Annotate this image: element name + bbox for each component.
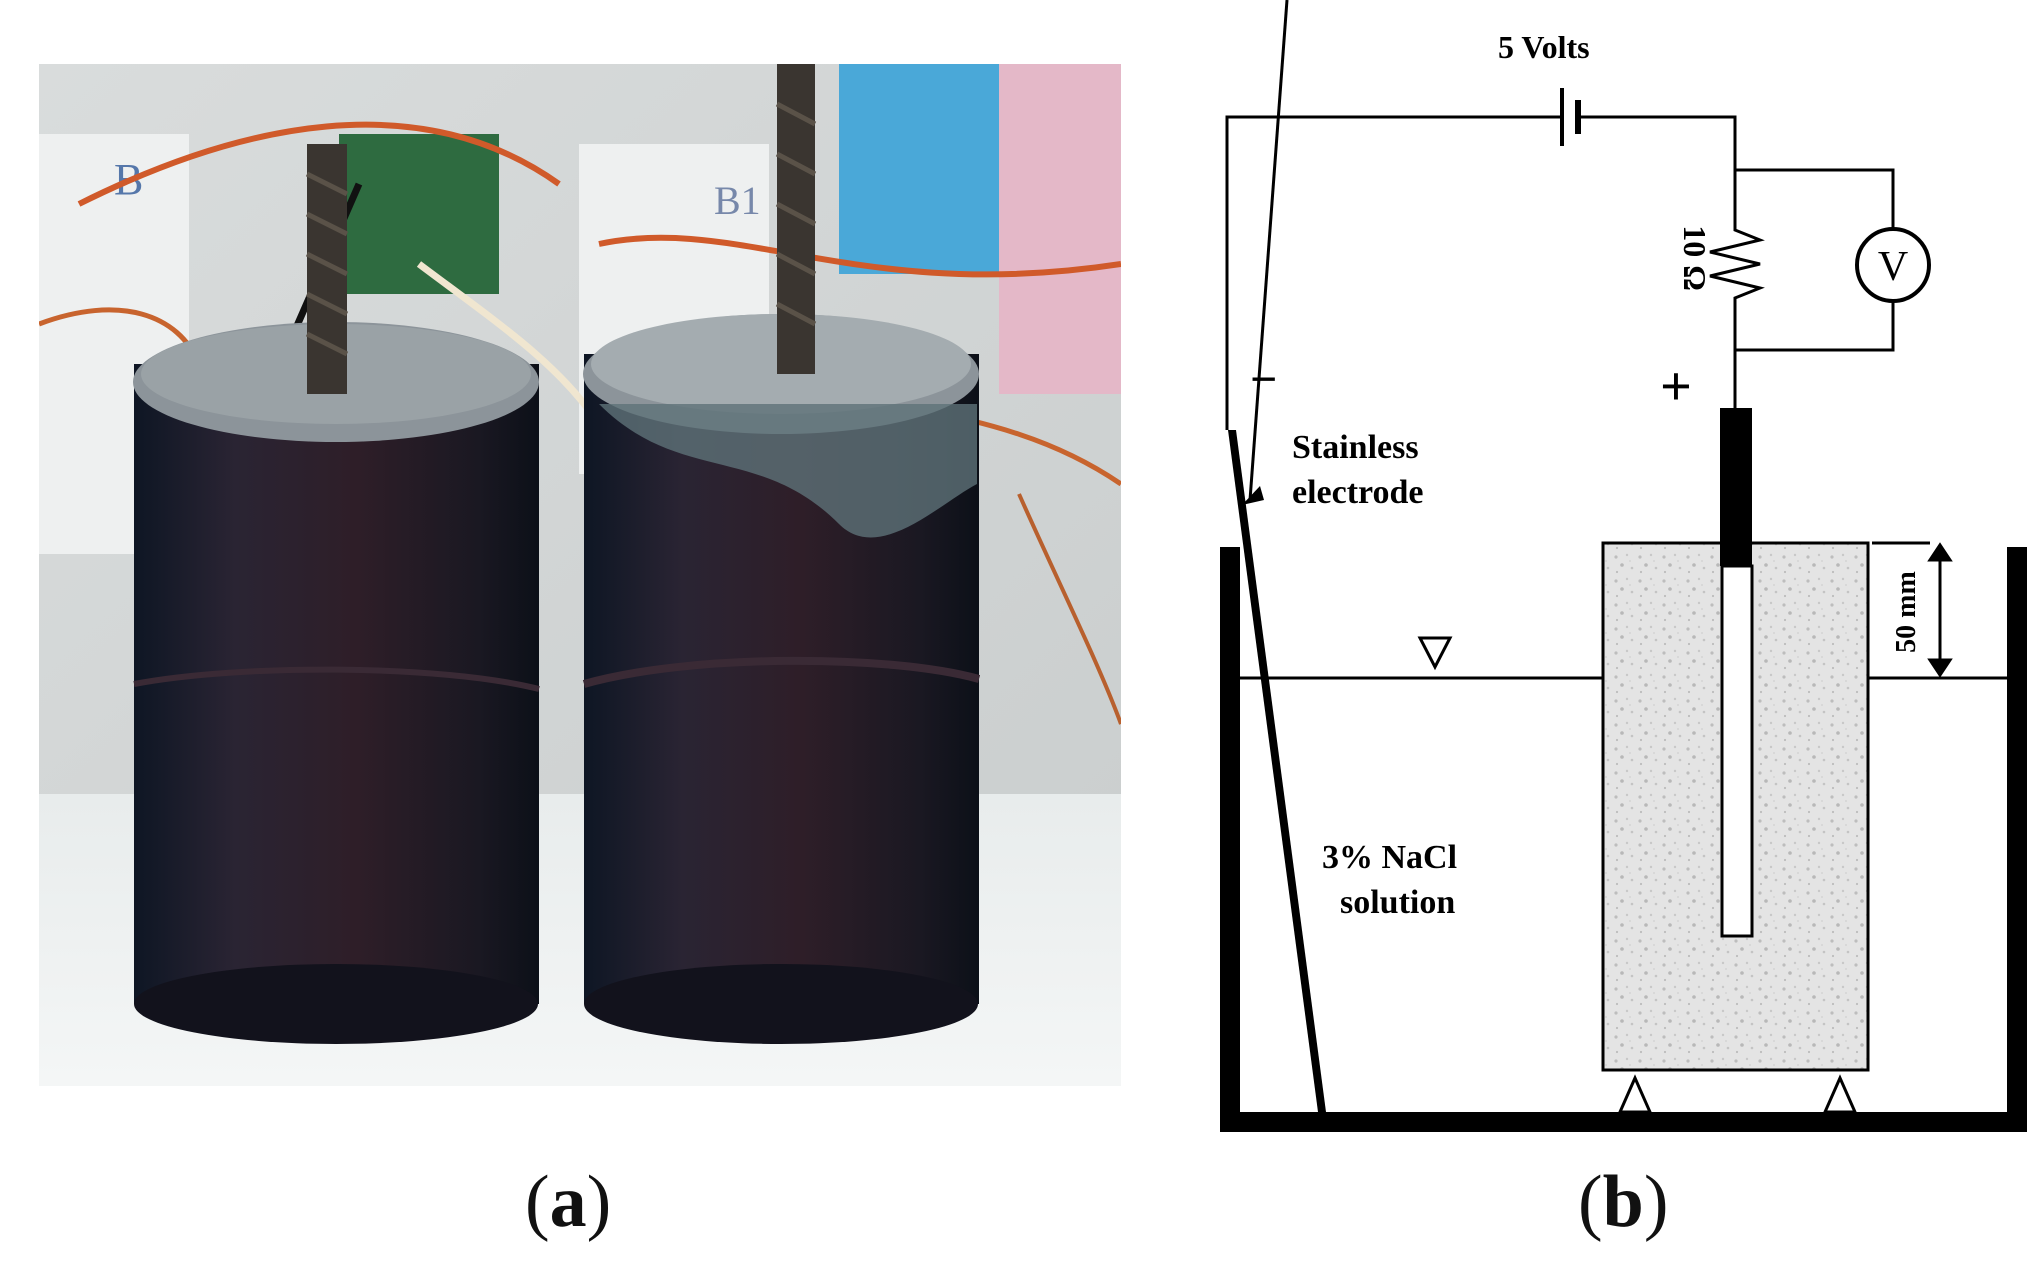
tank bbox=[1220, 547, 2027, 1132]
circuit-wires bbox=[1225, 115, 1895, 430]
caption-panel-b: (b) bbox=[1578, 1161, 1669, 1243]
right-cylinder-specimen bbox=[582, 64, 981, 1044]
resistor-label: 10 Ω bbox=[1677, 225, 1713, 291]
specimen-photo: B B1 bbox=[39, 64, 1121, 1086]
specimen-support-right bbox=[1822, 1074, 1858, 1114]
depth-label: 50 mm bbox=[1891, 571, 1922, 653]
positive-terminal-label: + bbox=[1660, 356, 1692, 418]
rebar-anode-embedded bbox=[1720, 564, 1754, 938]
electrode-label-line2: electrode bbox=[1292, 474, 1424, 511]
stainless-electrode bbox=[1228, 430, 1326, 1112]
water-level-marker bbox=[1417, 636, 1453, 671]
wire-6 bbox=[1017, 493, 1121, 725]
background-green-box bbox=[339, 134, 499, 294]
depth-dimension bbox=[1872, 541, 1953, 678]
jar-label-right: B1 bbox=[714, 178, 761, 223]
rebar-anode-upper bbox=[1720, 408, 1752, 566]
specimen-support-left bbox=[1617, 1074, 1653, 1114]
caption-panel-a: (a) bbox=[525, 1161, 612, 1243]
voltmeter-symbol bbox=[1855, 227, 1931, 303]
solution-label-line2: solution bbox=[1340, 884, 1455, 921]
solution-label-line1: 3% NaCl bbox=[1322, 839, 1457, 876]
electrode-pointer-arrow bbox=[1248, 0, 1289, 501]
corrosion-setup-diagram: 5 Volts 10 Ω V − + Stainless electrode 5… bbox=[1220, 0, 2027, 1132]
voltmeter-label: V bbox=[1878, 244, 1908, 290]
electrode-label-line1: Stainless bbox=[1292, 429, 1419, 466]
electrode-pointer-head bbox=[1242, 486, 1264, 505]
resistor-symbol bbox=[1709, 220, 1765, 300]
background-bag-pink bbox=[999, 64, 1121, 394]
wire-1 bbox=[77, 121, 561, 207]
battery-symbol bbox=[1560, 88, 1581, 146]
voltage-label: 5 Volts bbox=[1498, 29, 1590, 65]
negative-terminal-label: − bbox=[1250, 353, 1277, 406]
left-cylinder-specimen bbox=[133, 144, 540, 1044]
wire-4 bbox=[416, 261, 602, 426]
